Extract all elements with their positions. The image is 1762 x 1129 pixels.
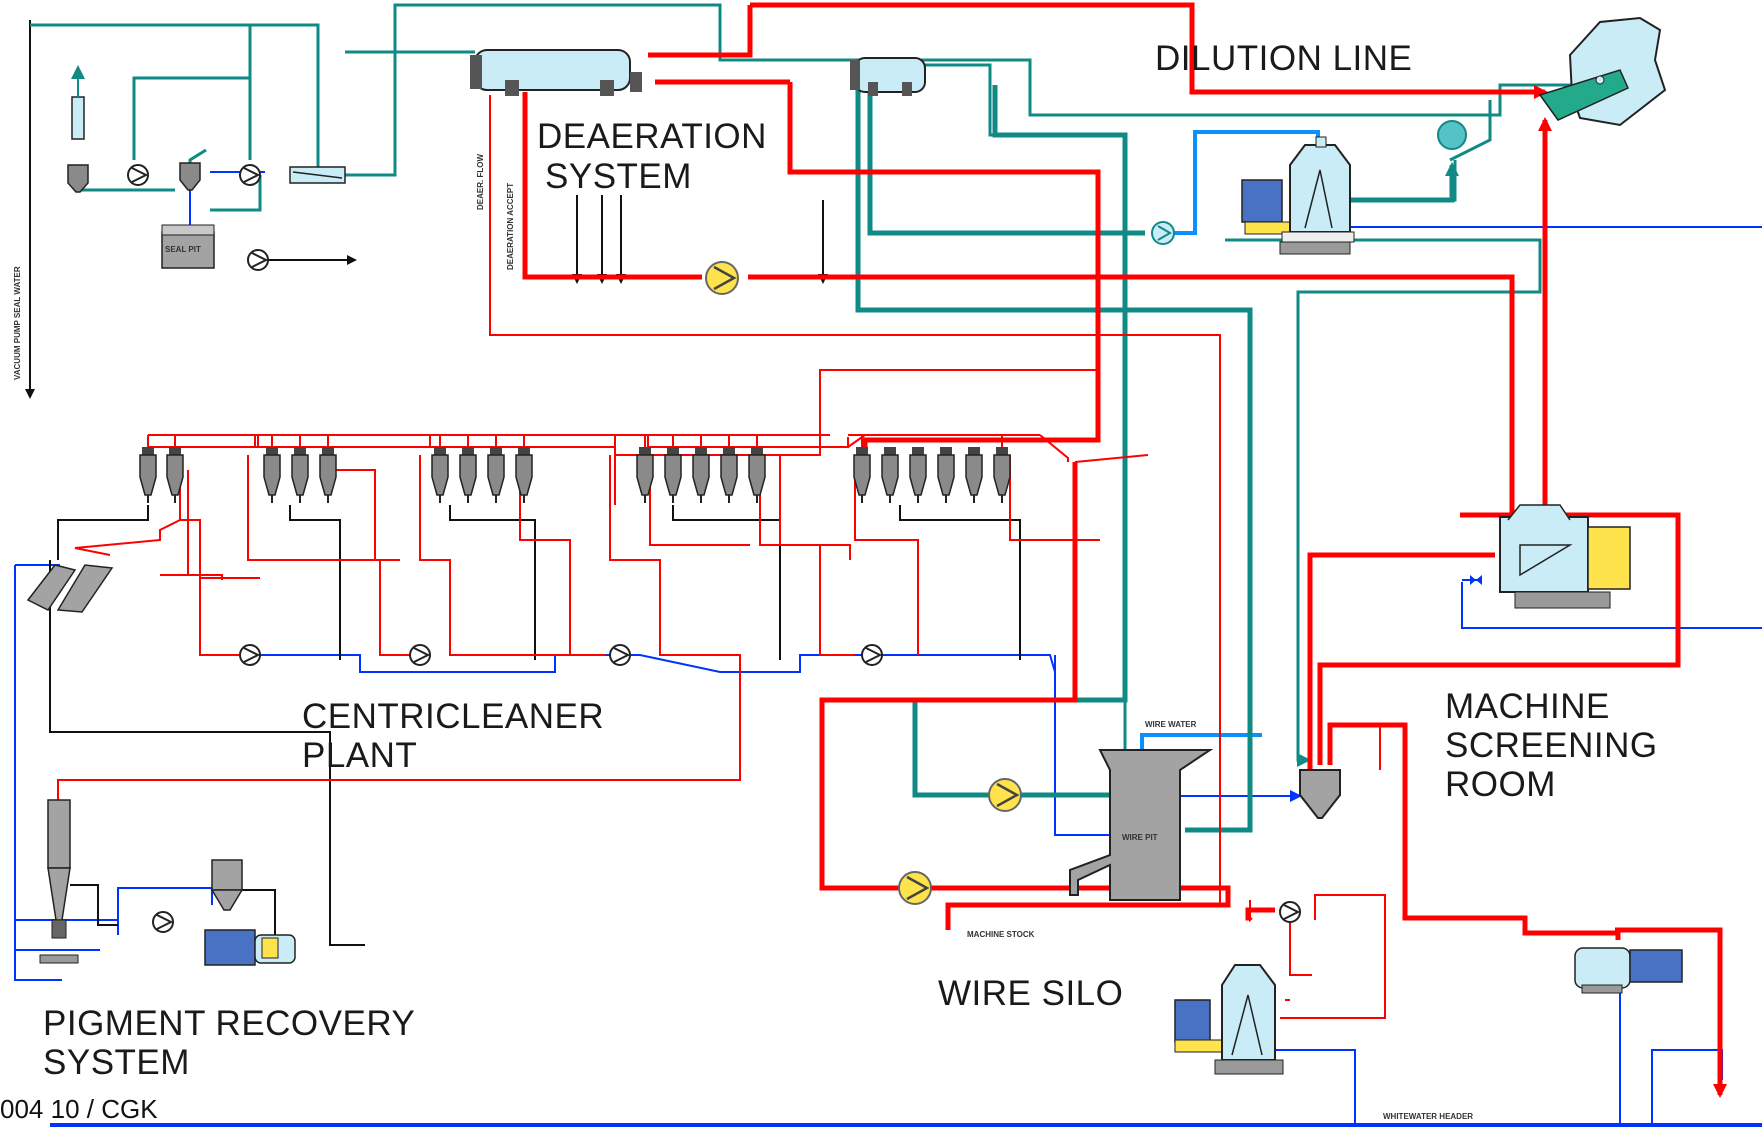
label-machine-line2: SCREENING: [1445, 726, 1658, 765]
label-wire-pit: WIRE PIT: [1122, 833, 1158, 842]
centricleaner-bank-5[interactable]: [853, 446, 1011, 504]
label-deaeration-overflow: DEAER. FLOW: [476, 154, 485, 210]
label-machine-line3: ROOM: [1445, 765, 1556, 804]
reject-lines: [25, 20, 1021, 951]
label-deaeration-line1: DEAERATION: [537, 117, 767, 156]
label-centricleaner-line2: PLANT: [302, 736, 417, 775]
small-labels: VACUUM PUMP SEAL WATER SEAL PIT DEAER. F…: [13, 154, 1473, 1121]
label-dilution-line: DILUTION LINE: [1155, 39, 1412, 78]
pigment-pump[interactable]: [152, 911, 174, 933]
dilution-pump[interactable]: [1151, 221, 1175, 245]
section-labels: DILUTION LINE DEAERATION SYSTEM CENTRICL…: [0, 39, 1658, 1124]
cleaner-pump-1[interactable]: [239, 644, 261, 666]
label-deaeration-accept: DEAERATION ACCEPT: [506, 183, 515, 270]
label-machine-stock: MACHINE STOCK: [967, 930, 1035, 939]
deaeration-tank[interactable]: [470, 49, 642, 96]
pigment-cyclone[interactable]: [39, 799, 79, 964]
secondary-deaeration-tank[interactable]: [850, 57, 926, 96]
centricleaner-bank-1[interactable]: [139, 446, 184, 504]
cleaner-pump-4[interactable]: [861, 644, 883, 666]
water-lines: [14, 171, 1762, 1127]
machine-screen[interactable]: [1499, 504, 1631, 609]
white-water-thick-lines: [855, 80, 1459, 833]
headbox[interactable]: [1538, 16, 1667, 127]
seal-pit-tank: [161, 224, 215, 269]
cleaner-pump-3[interactable]: [609, 644, 631, 666]
white-water-pump[interactable]: [987, 777, 1023, 813]
stock-cone[interactable]: [1299, 769, 1341, 819]
vacuum-pump-1[interactable]: [127, 164, 149, 186]
stock-lines-thick: [522, 2, 1727, 1098]
label-deaeration-line2: SYSTEM: [545, 157, 692, 196]
stock-lines-thin: [57, 95, 1386, 1019]
label-machine-line1: MACHINE: [1445, 687, 1610, 726]
label-wire-water: WIRE WATER: [1145, 720, 1197, 729]
cleaner-pump-2[interactable]: [409, 644, 431, 666]
footer-label: 004 10 / CGK: [0, 1094, 158, 1124]
cleaner-header-lines: [147, 434, 1069, 462]
vacuum-column: [67, 65, 346, 193]
reject-separator: [26, 564, 114, 613]
bottom-screen[interactable]: [1174, 964, 1284, 1075]
dilution-valve: [1437, 120, 1467, 150]
screen-valve: [1470, 575, 1482, 585]
fan-pump[interactable]: [897, 870, 933, 906]
centricleaner-bank-2[interactable]: [263, 446, 337, 504]
vacuum-pump-2[interactable]: [239, 164, 261, 186]
deaeration-accept-pump[interactable]: [704, 260, 740, 296]
label-pigment-line1: PIGMENT RECOVERY: [43, 1004, 415, 1043]
label-centricleaner-line1: CENTRICLEANER: [302, 697, 604, 736]
seal-pit-pump[interactable]: [247, 249, 269, 271]
label-wire-silo: WIRE SILO: [938, 974, 1123, 1013]
centricleaner-bank-3[interactable]: [431, 446, 533, 504]
label-pigment-line2: SYSTEM: [43, 1043, 190, 1082]
white-water-motor-pump[interactable]: [1574, 947, 1683, 994]
screen-feed-pump[interactable]: [1279, 901, 1301, 923]
label-seal-pit: SEAL PIT: [165, 245, 201, 254]
label-white-water-header: WHITEWATER HEADER: [1383, 1112, 1473, 1121]
label-vacuum-pump-water: VACUUM PUMP SEAL WATER: [13, 266, 22, 380]
pigment-tank[interactable]: [210, 859, 244, 911]
pigment-motor-pump[interactable]: [204, 929, 296, 966]
wire-pit[interactable]: [1069, 749, 1214, 901]
dilution-screen[interactable]: [1241, 136, 1355, 255]
